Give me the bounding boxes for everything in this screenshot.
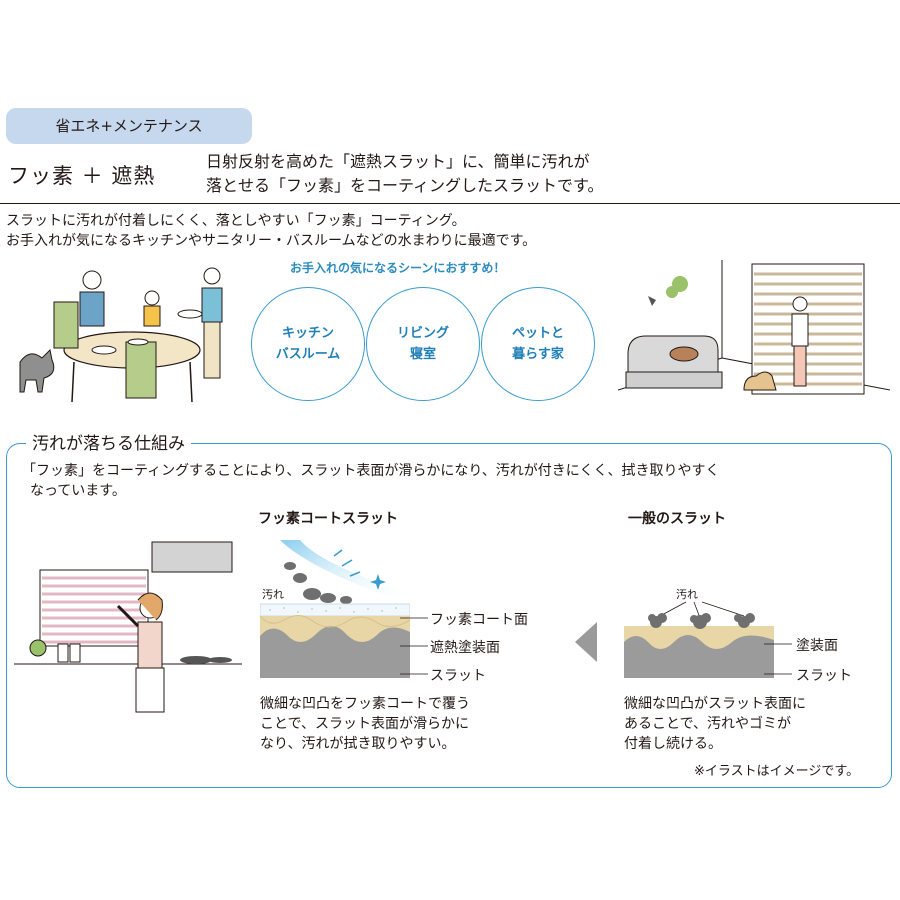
living-room-pet-illustration bbox=[618, 260, 890, 395]
product-description: 日射反射を高めた「遮熱スラット」に、簡単に汚れが 落とせる「フッ素」をコーティン… bbox=[206, 150, 603, 198]
fluoro-slat-title: フッ素コートスラット bbox=[258, 511, 398, 527]
fluoro-coat-surface-label: フッ素コート面 bbox=[430, 612, 528, 628]
heat-shield-coat-label: 遮熱塗装面 bbox=[430, 640, 500, 656]
general-coat-label: 塗装面 bbox=[796, 638, 838, 654]
intro-line-2: お手入れが気になるキッチンやサニタリー・バスルームなどの水まわりに最適です。 bbox=[6, 233, 537, 249]
recommend-heading: お手入れの気になるシーンにおすすめ！ bbox=[290, 261, 506, 275]
product-name: フッ素 ＋ 遮熱 bbox=[8, 164, 156, 188]
general-caption-line-2: あることで、汚れやゴミが bbox=[624, 716, 792, 732]
intro-line-1: スラットに汚れが付着しにくく、落としやすい「フッ素」コーティング。 bbox=[6, 213, 466, 229]
general-caption-line-1: 微細な凹凸がスラット表面に bbox=[624, 696, 806, 712]
general-caption: 微細な凹凸がスラット表面に あることで、汚れやゴミが 付着し続ける。 bbox=[624, 694, 806, 754]
fluoro-slat-label: スラット bbox=[430, 668, 486, 684]
mechanism-panel bbox=[6, 443, 892, 788]
general-slat-label: スラット bbox=[796, 668, 852, 684]
general-slat-cross-section bbox=[624, 601, 774, 678]
fluoro-caption: 微細な凹凸をフッ素コートで覆う ことで、スラット表面が滑らかに なり、汚れが拭き… bbox=[260, 694, 470, 754]
comparison-arrow-icon bbox=[575, 622, 597, 662]
general-label-leaders bbox=[764, 643, 792, 675]
general-caption-line-3: 付着し続ける。 bbox=[624, 736, 722, 752]
fluoro-caption-line-3: なり、汚れが拭き取りやすい。 bbox=[260, 736, 456, 752]
scene-kitchen-bath: キッチン バスルーム bbox=[251, 287, 365, 401]
general-slat-title: 一般のスラット bbox=[628, 511, 726, 527]
scene-living-bedroom-line1: リビング bbox=[396, 326, 449, 341]
mechanism-desc-line-2: なっています。 bbox=[30, 483, 126, 499]
product-desc-line-1: 日射反射を高めた「遮熱スラット」に、簡単に汚れが bbox=[206, 152, 590, 171]
mechanism-title: 汚れが落ちる仕組み bbox=[26, 429, 191, 454]
category-tag: 省エネ+メンテナンス bbox=[6, 108, 252, 144]
fluoro-label-leaders bbox=[400, 617, 428, 675]
header-divider bbox=[0, 203, 900, 204]
scene-living-bedroom: リビング 寝室 bbox=[366, 287, 480, 401]
scene-pet-home-line1: ペットと bbox=[511, 326, 564, 341]
fluoro-caption-line-2: ことで、スラット表面が滑らかに bbox=[260, 716, 470, 732]
family-dining-illustration bbox=[19, 267, 223, 403]
intro-text: スラットに汚れが付着しにくく、落としやすい「フッ素」コーティング。 お手入れが気… bbox=[6, 211, 536, 251]
scene-living-bedroom-line2: 寝室 bbox=[409, 347, 436, 362]
fluoro-slat-cross-section bbox=[260, 540, 410, 678]
scene-kitchen-bath-line2: バスルーム bbox=[275, 347, 341, 362]
mechanism-desc-line-1: 「フッ素」をコーティングすることにより、スラット表面が滑らかになり、汚れが付きに… bbox=[22, 463, 720, 479]
illustration-note: ※イラストはイメージです。 bbox=[694, 764, 860, 779]
scene-kitchen-bath-line1: キッチン bbox=[281, 326, 334, 341]
product-desc-line-2: 落とせる「フッ素」をコーティングしたスラットです。 bbox=[206, 176, 604, 195]
general-dirt-label: 汚れ bbox=[676, 588, 698, 601]
kitchen-cleaning-illustration bbox=[14, 541, 242, 713]
scene-pet-home: ペットと 暮らす家 bbox=[481, 287, 595, 401]
scene-pet-home-line2: 暮らす家 bbox=[512, 347, 564, 362]
fluoro-caption-line-1: 微細な凹凸をフッ素コートで覆う bbox=[260, 696, 470, 712]
mechanism-description: 「フッ素」をコーティングすることにより、スラット表面が滑らかになり、汚れが付きに… bbox=[22, 461, 802, 501]
fluoro-dirt-label: 汚れ bbox=[262, 588, 284, 601]
